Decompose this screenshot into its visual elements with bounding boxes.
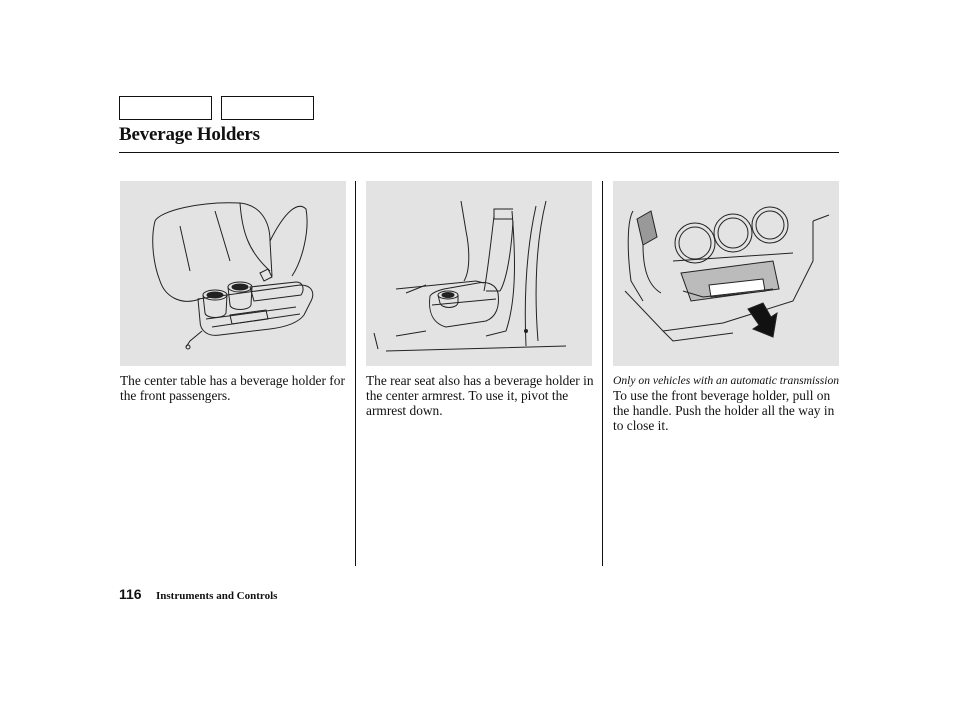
column-divider-1 [355, 181, 356, 566]
title-divider [119, 152, 839, 153]
nav-tab-2[interactable] [221, 96, 314, 120]
nav-tab-1[interactable] [119, 96, 212, 120]
front-holder-illustration [613, 181, 839, 366]
column-2-text: The rear seat also has a beverage holder… [366, 373, 594, 418]
column-1-text: The center table has a beverage holder f… [120, 373, 345, 403]
page-title: Beverage Holders [119, 124, 260, 145]
column-3-block: Only on vehicles with an automatic trans… [613, 373, 841, 433]
center-table-illustration [120, 181, 346, 366]
column-3-text: To use the front beverage holder, pull o… [613, 388, 835, 433]
column-divider-2 [602, 181, 603, 566]
section-name: Instruments and Controls [156, 590, 278, 602]
automatic-transmission-caption: Only on vehicles with an automatic trans… [613, 374, 840, 387]
page-number: 116 [119, 586, 142, 602]
rear-armrest-illustration [366, 181, 592, 366]
